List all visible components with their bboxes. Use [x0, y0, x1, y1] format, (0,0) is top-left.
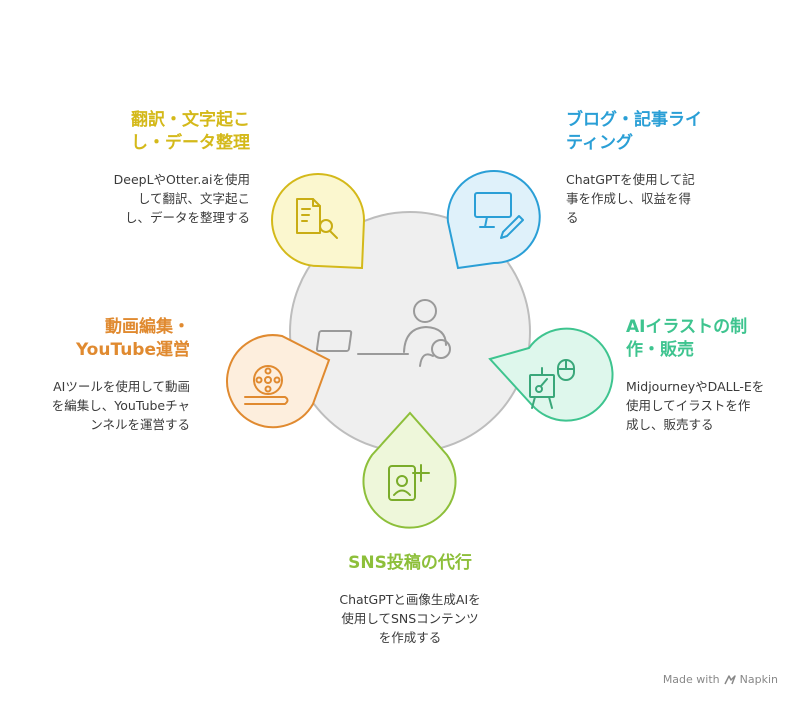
document-search-icon [296, 198, 338, 239]
easel-mouse-icon [529, 359, 575, 409]
film-reel-icon [244, 365, 289, 405]
monitor-pen-icon [474, 192, 524, 239]
napkin-logo-icon [723, 674, 736, 684]
node-sns-posting [362, 411, 457, 529]
watermark-label: Made with [662, 673, 720, 686]
napkin-watermark: Made with Napkin [663, 673, 778, 686]
desc-sns-posting: ChatGPTと画像生成AIを 使用してSNSコンテンツ を作成する [339, 592, 481, 645]
desc-translation: DeepLやOtter.aiを使用 して翻訳、文字起こ し、データを整理する [113, 172, 250, 225]
person-laptop-icon [315, 299, 451, 367]
node-translation [271, 173, 366, 270]
desc-blog-writing: ChatGPTを使用して記 事を作成し、収益を得 る [566, 172, 695, 225]
node-ai-illustration [488, 327, 614, 422]
title-blog-writing: ブログ・記事ライ ティング [566, 110, 702, 153]
title-sns-posting: SNS投稿の代行 [348, 553, 472, 573]
title-translation: 翻訳・文字起こ し・データ整理 [131, 110, 250, 153]
title-ai-illustration: AIイラストの制 作・販売 [626, 317, 748, 360]
profile-add-icon [388, 464, 430, 501]
desc-video-editing: AIツールを使用して動画 を編集し、YouTubeチャ ンネルを運営する [51, 379, 190, 432]
title-video-editing: 動画編集・ YouTube運営 [75, 317, 190, 360]
node-blog-writing [446, 170, 541, 270]
node-video-editing [226, 334, 331, 429]
watermark-brand: Napkin [739, 673, 778, 686]
desc-ai-illustration: MidjourneyやDALL-Eを 使用してイラストを作 成し、販売する [626, 379, 765, 432]
